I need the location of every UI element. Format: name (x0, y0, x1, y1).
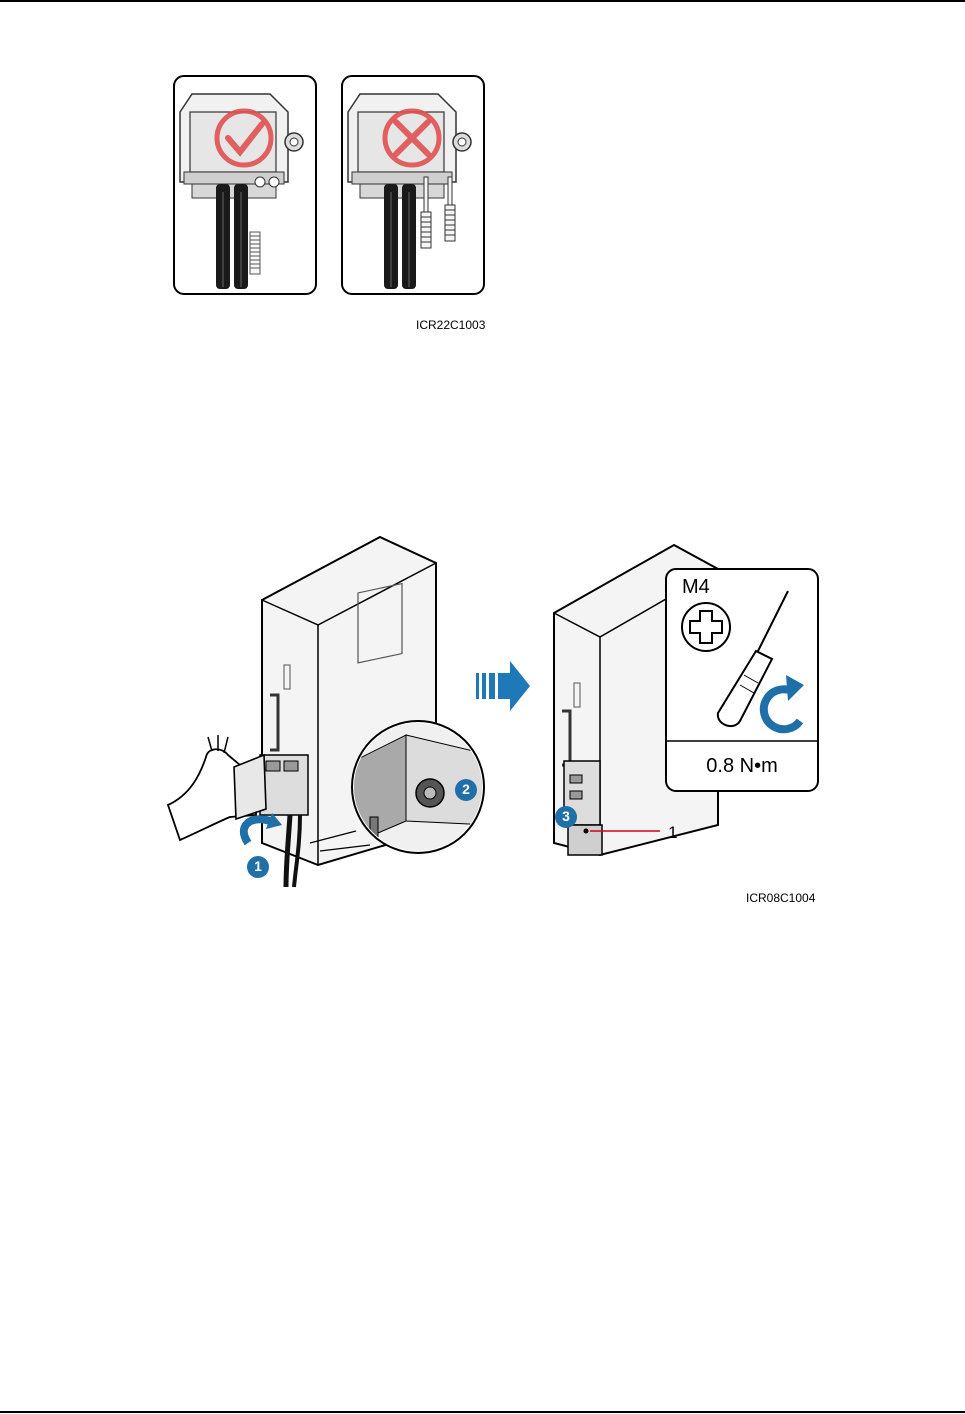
figure-id: ICR08C1004 (746, 891, 815, 905)
figure-cable-routing (170, 72, 490, 298)
figure-cover-installation-graphic (160, 525, 830, 895)
torque-value: 0.8 N•m (666, 755, 818, 778)
header-rule (0, 0, 965, 2)
figure-id: ICR22C1003 (416, 318, 485, 332)
figure-cover-installation: 1 2 3 1 M4 0.8 N•m (160, 525, 830, 895)
callout-number: 1 (668, 823, 677, 843)
panel-correct (174, 76, 316, 294)
figure-cable-routing-graphic (170, 72, 490, 298)
panel-incorrect (342, 76, 484, 294)
step-1-label: 1 (252, 858, 264, 874)
step-2-label: 2 (460, 781, 472, 797)
step-3-label: 3 (560, 808, 572, 824)
footer-rule (0, 1411, 965, 1413)
screw-spec: M4 (682, 576, 710, 599)
transition-arrow (476, 661, 530, 711)
